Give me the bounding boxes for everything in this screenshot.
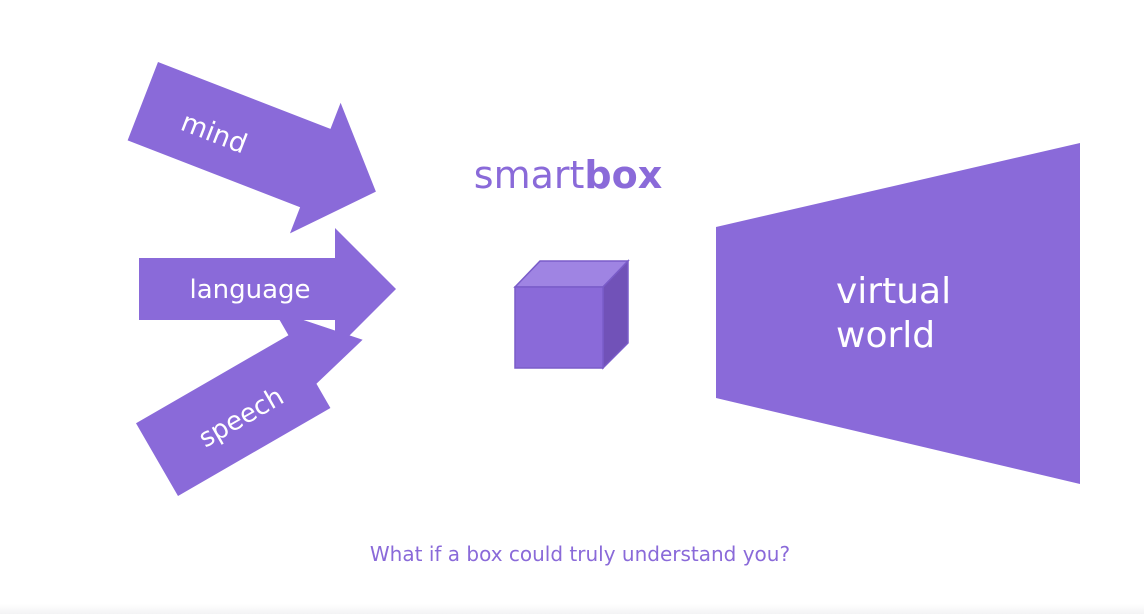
mind-arrow-shape xyxy=(127,62,376,234)
virtual-world-shape xyxy=(716,143,1080,484)
bottom-fade xyxy=(0,604,1144,614)
speech-arrow-shape xyxy=(136,310,363,496)
cube-front-face xyxy=(514,286,604,369)
title: smartbox xyxy=(474,153,662,197)
language-arrow: language xyxy=(139,228,396,350)
virtual-world-label: virtual world xyxy=(836,271,963,356)
mind-arrow: mind xyxy=(127,62,376,234)
virtual-world-line2: world xyxy=(836,315,935,356)
title-bold: box xyxy=(584,153,662,197)
smartbox-cube-icon xyxy=(513,259,630,370)
language-arrow-label: language xyxy=(189,275,310,305)
title-light: smart xyxy=(474,153,585,197)
virtual-world-line1: virtual xyxy=(836,271,951,312)
tagline: What if a box could truly understand you… xyxy=(370,542,790,566)
language-arrow-shape xyxy=(139,228,396,350)
